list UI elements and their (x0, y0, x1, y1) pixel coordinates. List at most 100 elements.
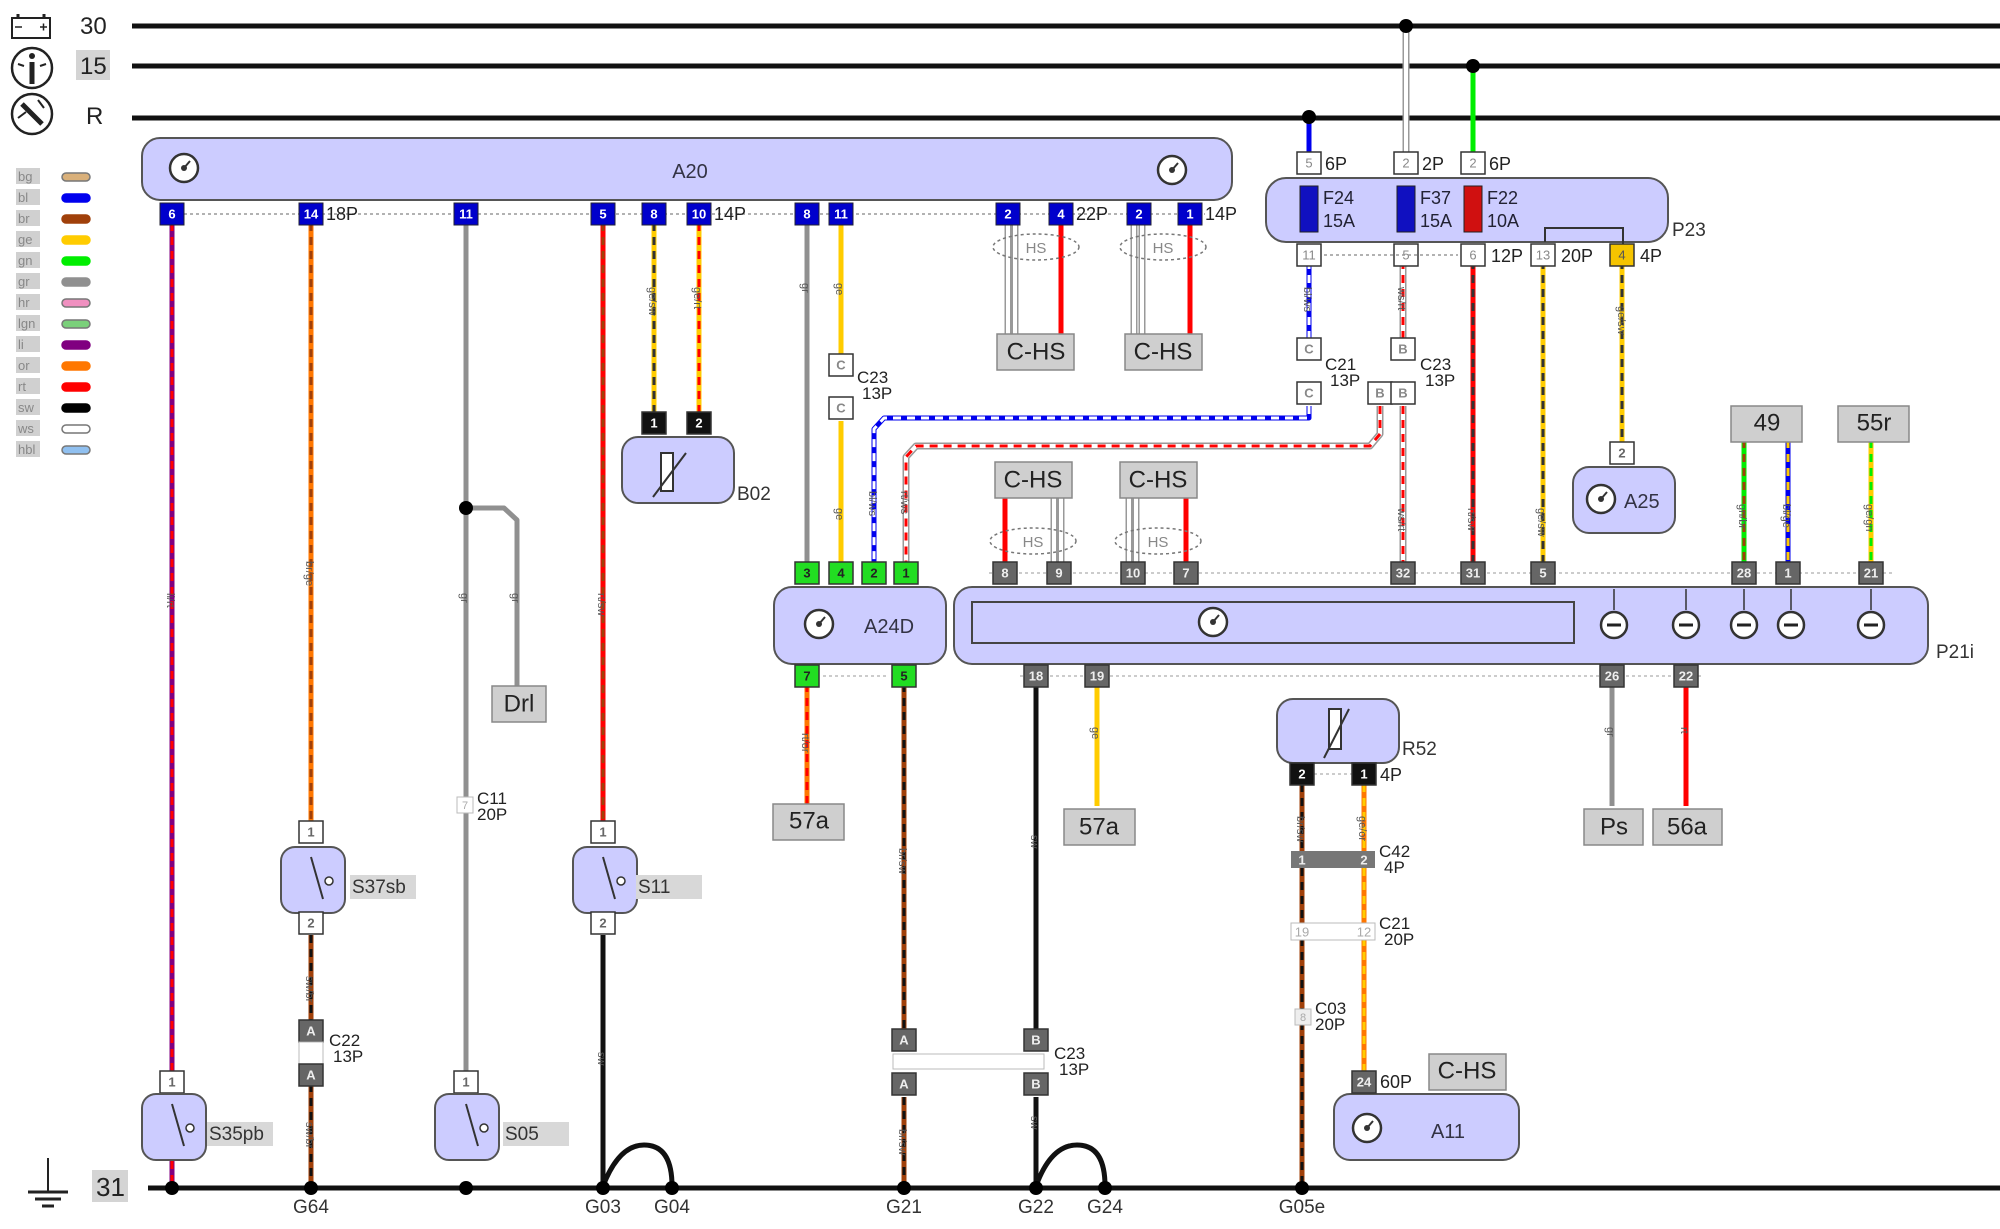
p21i-top-pin[interactable] (1530, 561, 1556, 585)
p21i-bottom-pin[interactable] (1023, 664, 1049, 688)
c23c-pin-b-upper[interactable] (1023, 1028, 1049, 1052)
terminal-56a-box[interactable] (1652, 808, 1723, 846)
a20-pin[interactable]: 6 (159, 202, 185, 226)
s11-body[interactable] (572, 846, 638, 914)
a20-pin[interactable]: 8 (794, 202, 820, 226)
a20-pin-box[interactable] (828, 202, 854, 226)
a20-pin-box[interactable] (453, 202, 479, 226)
c23-pin-upper[interactable] (828, 353, 854, 377)
terminal-ps[interactable]: Ps (1583, 808, 1644, 846)
terminal-c-hs-4-box[interactable] (1119, 461, 1198, 499)
a20-pin-box[interactable] (995, 202, 1021, 226)
a25-pin[interactable] (1609, 441, 1635, 465)
c21-pin-upper[interactable] (1296, 337, 1322, 361)
terminal-c-hs-4[interactable]: C-HS (1119, 461, 1198, 499)
ground-point-g03[interactable]: G03 (585, 1181, 621, 1218)
a24d-top-pin[interactable] (794, 561, 820, 585)
ground-point-g24[interactable]: G24 (1087, 1181, 1123, 1218)
p21i-bottom-pin[interactable] (1084, 664, 1110, 688)
c21b-housing[interactable] (1290, 922, 1376, 941)
terminal-49-box[interactable] (1730, 405, 1803, 443)
terminal-56a[interactable]: 56a (1652, 808, 1723, 846)
ground-point-g04[interactable]: G04 (654, 1181, 690, 1218)
p21i-top-pin[interactable] (1460, 561, 1486, 585)
s37sb-pin-2[interactable] (298, 911, 324, 935)
a20-pin[interactable]: 8 (641, 202, 667, 226)
a24d-top-pin[interactable] (861, 561, 887, 585)
terminal-c-hs-3[interactable]: C-HS (994, 461, 1073, 499)
p21i-top-pin[interactable] (1390, 561, 1416, 585)
a20-pin-box[interactable] (590, 202, 616, 226)
p23-pin-13[interactable] (1530, 243, 1556, 267)
a20-pin-box[interactable] (298, 202, 324, 226)
a20-pin-box[interactable] (641, 202, 667, 226)
c03-pin[interactable] (1294, 1008, 1312, 1026)
s35pb-body[interactable] (141, 1093, 207, 1161)
s11-pin-2[interactable] (590, 911, 616, 935)
b02-pin[interactable] (686, 411, 712, 435)
a20-pin-box[interactable] (1048, 202, 1074, 226)
fuse-bottom-pin[interactable] (1460, 243, 1486, 267)
terminal-55r-box[interactable] (1837, 405, 1910, 443)
terminal-c-hs-2-box[interactable] (1124, 333, 1203, 371)
terminal-c-hs-2[interactable]: C-HS (1124, 333, 1203, 371)
p21i-top-pin[interactable] (992, 561, 1018, 585)
c23-pin-lower[interactable] (828, 396, 854, 420)
a20-pin-box[interactable] (794, 202, 820, 226)
ground-point-g21[interactable]: G21 (886, 1181, 922, 1218)
a20-pin-box[interactable] (686, 202, 712, 226)
terminal-c-hs-5-box[interactable] (1428, 1053, 1507, 1091)
a25-body[interactable] (1572, 466, 1676, 534)
a20-pin[interactable]: 11 (828, 202, 854, 226)
terminal-57a-2-box[interactable] (1063, 808, 1136, 846)
a20-pin[interactable]: 11 (453, 202, 479, 226)
fuse-top-pin[interactable] (1296, 151, 1322, 175)
s05-body[interactable] (434, 1093, 500, 1161)
p21i-top-pin[interactable] (1731, 561, 1757, 585)
p21i-bottom-pin[interactable] (1673, 664, 1699, 688)
terminal-57a-2[interactable]: 57a (1063, 808, 1136, 846)
a11-body[interactable] (1333, 1093, 1520, 1161)
a20-pin[interactable]: 5 (590, 202, 616, 226)
terminal-c-hs-5[interactable]: C-HS (1428, 1053, 1507, 1091)
a20-pin[interactable]: 2 (995, 202, 1021, 226)
a24d-top-pin[interactable] (893, 561, 919, 585)
fuse-bottom-pin[interactable] (1393, 243, 1419, 267)
c23c-pin-a-lower[interactable] (891, 1072, 917, 1096)
p23-pin-4[interactable] (1609, 243, 1635, 267)
ground-point-g64[interactable]: G64 (293, 1181, 329, 1218)
c42-housing[interactable] (1291, 851, 1375, 868)
p21i-bottom-pin[interactable] (1599, 664, 1625, 688)
a20-pin-box[interactable] (1126, 202, 1152, 226)
component-a20[interactable]: A20 (141, 137, 1233, 201)
p21i-top-pin[interactable] (1858, 561, 1884, 585)
a24d-bottom-pin[interactable] (891, 664, 917, 688)
a20-body[interactable] (141, 137, 1233, 201)
terminal-49[interactable]: 49 (1730, 405, 1803, 443)
terminal-drl-box[interactable] (491, 685, 547, 723)
b02-pin[interactable] (641, 411, 667, 435)
r52-pin[interactable] (1289, 762, 1315, 786)
terminal-57a-1[interactable]: 57a (772, 803, 845, 841)
c23c-pin-b-lower[interactable] (1023, 1072, 1049, 1096)
s37sb-pin-1[interactable] (298, 820, 324, 844)
r52-pin[interactable] (1351, 762, 1377, 786)
a24d-top-pin[interactable] (828, 561, 854, 585)
